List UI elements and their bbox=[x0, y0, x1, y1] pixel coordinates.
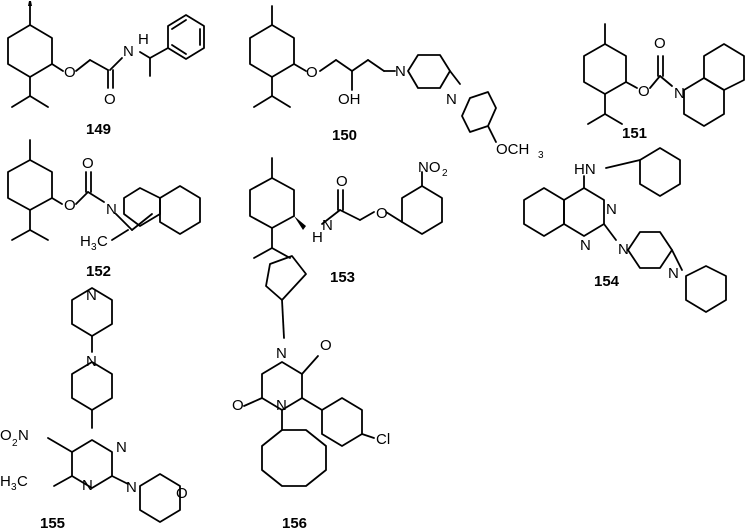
atom-label: C bbox=[97, 233, 108, 250]
atom-label: N bbox=[580, 237, 591, 254]
atom-label: N bbox=[606, 201, 617, 218]
atom-label: OH bbox=[338, 91, 361, 108]
atom-label: H bbox=[138, 31, 149, 48]
atom-label: O bbox=[320, 337, 332, 354]
compound-number: 156 bbox=[282, 515, 307, 530]
atom-label: N bbox=[618, 241, 629, 258]
atom-label: O bbox=[654, 35, 666, 52]
atom-label: N bbox=[276, 397, 287, 414]
atom-label: N bbox=[106, 201, 117, 218]
atom-label: OCH bbox=[496, 141, 529, 158]
compound-152: O O N H 3 C 152 bbox=[7, 139, 201, 280]
atom-label: NO bbox=[418, 159, 441, 176]
atom-label: O bbox=[638, 83, 650, 100]
compound-154: HN N N N N 154 bbox=[523, 147, 727, 313]
compound-number: 149 bbox=[86, 121, 111, 138]
atom-subscript: 3 bbox=[538, 150, 544, 161]
compound-151: O O N 151 bbox=[583, 23, 745, 142]
atom-label: N bbox=[668, 265, 679, 282]
atom-label: N bbox=[276, 345, 287, 362]
atom-label: H bbox=[312, 229, 323, 246]
atom-label: O bbox=[232, 397, 244, 414]
atom-subscript: 2 bbox=[442, 168, 448, 179]
atom-label: O bbox=[64, 197, 76, 214]
atom-label: N bbox=[322, 217, 333, 234]
compound-number: 155 bbox=[40, 515, 65, 530]
atom-label: N bbox=[86, 287, 97, 304]
atom-label: O bbox=[64, 64, 76, 81]
atom-label: N bbox=[18, 427, 29, 444]
atom-label: H bbox=[0, 473, 11, 490]
atom-label: HN bbox=[574, 161, 596, 178]
compound-156: N O O N Cl 156 bbox=[232, 255, 390, 530]
atom-label: N bbox=[446, 91, 457, 108]
atom-label: O bbox=[336, 173, 348, 190]
compound-149: O O N H 149 bbox=[7, 1, 205, 138]
atom-subscript: 2 bbox=[12, 438, 18, 449]
atom-label: C bbox=[17, 473, 28, 490]
compound-number: 150 bbox=[332, 127, 357, 144]
atom-label: O bbox=[176, 485, 188, 502]
compound-150: O OH N N OCH 3 150 bbox=[249, 5, 544, 161]
atom-label: H bbox=[80, 233, 91, 250]
compound-155: N N O 2 N N N H 3 C N O 155 bbox=[0, 287, 188, 530]
atom-label: O bbox=[104, 91, 116, 108]
compound-number: 153 bbox=[330, 269, 355, 286]
compound-number: 154 bbox=[594, 273, 620, 290]
atom-label: N bbox=[123, 43, 134, 60]
atom-label: N bbox=[82, 477, 93, 494]
atom-subscript: 3 bbox=[91, 242, 97, 253]
atom-label: N bbox=[674, 85, 685, 102]
atom-label: O bbox=[82, 155, 94, 172]
atom-label: N bbox=[116, 439, 127, 456]
atom-label: O bbox=[306, 64, 318, 81]
atom-label: O bbox=[0, 427, 12, 444]
compound-number: 151 bbox=[622, 125, 647, 142]
atom-subscript: 3 bbox=[11, 482, 17, 493]
compound-153: O NO 2 H N O 153 bbox=[249, 157, 448, 286]
compound-number: 152 bbox=[86, 263, 111, 280]
atom-label: O bbox=[376, 205, 388, 222]
atom-label: N bbox=[86, 353, 97, 370]
atom-label: N bbox=[126, 479, 137, 496]
atom-label: Cl bbox=[376, 431, 390, 448]
atom-label: N bbox=[395, 63, 406, 80]
